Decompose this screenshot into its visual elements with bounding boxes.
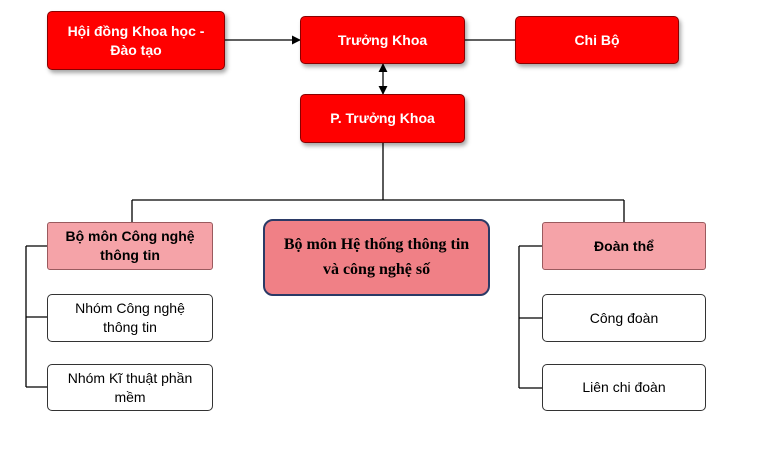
node-council-label: Hội đồng Khoa học - Đào tạo [67, 22, 205, 58]
node-group-ktpm: Nhóm Kĩ thuật phần mềm [47, 364, 213, 411]
node-youth-union-label: Liên chi đoàn [582, 379, 666, 396]
node-group-cntt: Nhóm Công nghệ thông tin [47, 294, 213, 342]
node-party-cell-label: Chi Bộ [574, 31, 620, 48]
node-unions: Đoàn thể [542, 222, 706, 270]
node-dept-httt: Bộ môn Hệ thống thông tin và công nghệ s… [263, 219, 490, 296]
node-group-ktpm-label: Nhóm Kĩ thuật phần mềm [67, 369, 193, 405]
node-unions-label: Đoàn thể [594, 237, 654, 254]
node-youth-union: Liên chi đoàn [542, 364, 706, 411]
node-group-cntt-label: Nhóm Công nghệ thông tin [75, 300, 185, 335]
node-dept-cntt-label: Bộ môn Công nghệ thông tin [65, 228, 195, 263]
node-party-cell: Chi Bộ [515, 16, 679, 64]
node-vice-dean-label: P. Trưởng Khoa [330, 110, 435, 127]
node-trade-union: Công đoàn [542, 294, 706, 342]
node-dept-cntt: Bộ môn Công nghệ thông tin [47, 222, 213, 270]
node-trade-union-label: Công đoàn [589, 309, 659, 326]
node-dean-label: Trưởng Khoa [337, 31, 428, 48]
node-dean: Trưởng Khoa [300, 16, 465, 64]
node-vice-dean: P. Trưởng Khoa [300, 94, 465, 143]
node-council: Hội đồng Khoa học - Đào tạo [47, 11, 225, 70]
node-dept-httt-label: Bộ môn Hệ thống thông tin và công nghệ s… [283, 235, 470, 278]
